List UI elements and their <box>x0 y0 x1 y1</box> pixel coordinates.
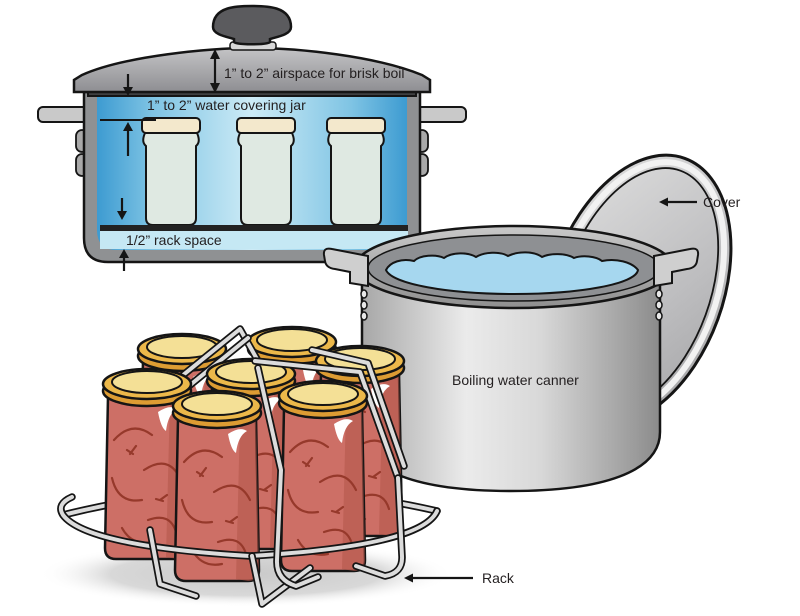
canner-label: Boiling water canner <box>452 372 579 388</box>
cross-section-jar <box>141 117 201 226</box>
pot-water-surface <box>384 251 640 296</box>
jar-rack: Rack <box>38 325 515 608</box>
lid-knob <box>211 4 293 46</box>
cross-section-right-handle <box>415 106 467 123</box>
cross-section-jar <box>236 117 296 226</box>
rack-label: Rack <box>482 570 515 586</box>
pot-right-handle <box>653 247 700 288</box>
cross-section-rack-bar <box>100 225 408 231</box>
cross-section-jar <box>326 117 386 226</box>
cross-section-left-handle <box>37 106 89 123</box>
cross-section-canner: 1” to 2” airspace for brisk boil 1” to 2… <box>37 4 467 271</box>
rack-space-strip <box>100 231 408 249</box>
arrowheads <box>117 49 220 258</box>
rack-space-label: 1/2” rack space <box>126 232 222 248</box>
pot-left-handle <box>322 247 369 288</box>
cover-label: Cover <box>703 194 741 210</box>
handle-rivets <box>360 289 663 321</box>
rack-arrowhead <box>404 573 413 583</box>
boiling-water-canner: Boiling water canner Cover <box>322 153 741 493</box>
airspace-label: 1” to 2” airspace for brisk boil <box>224 65 405 81</box>
water-covering-label: 1” to 2” water covering jar <box>147 97 306 113</box>
cover-arrowhead <box>659 197 668 207</box>
annotation-arrows <box>100 57 217 271</box>
